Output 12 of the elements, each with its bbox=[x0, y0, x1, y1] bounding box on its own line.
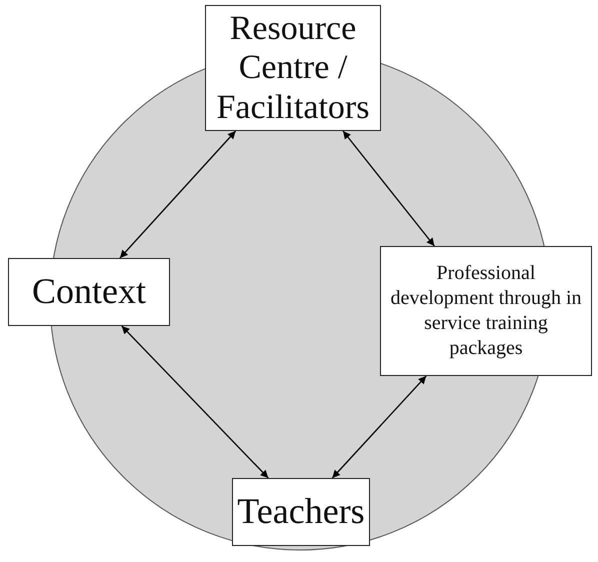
text-box bbox=[205, 5, 381, 131]
node-label: Context bbox=[32, 272, 146, 312]
node-label: Professional development through in service training packages bbox=[389, 261, 583, 361]
text-box bbox=[232, 478, 370, 546]
text-box bbox=[380, 246, 592, 376]
double-headed-arrow bbox=[332, 376, 427, 478]
double-headed-arrow bbox=[342, 130, 435, 246]
double-headed-arrow bbox=[121, 326, 269, 478]
double-headed-arrow bbox=[119, 130, 236, 258]
node-label: Resource Centre / Facilitators bbox=[216, 9, 370, 127]
node-label: Teachers bbox=[237, 492, 365, 532]
text-box bbox=[8, 258, 170, 326]
